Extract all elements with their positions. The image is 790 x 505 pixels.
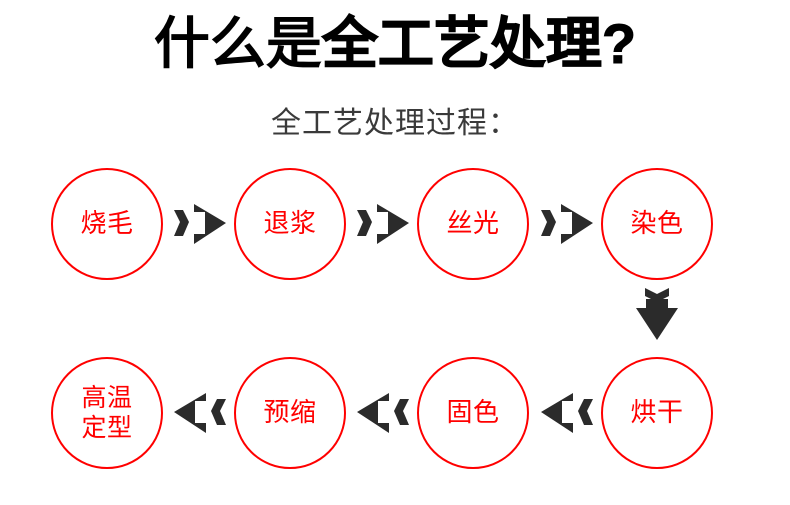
page-title: 什么是全工艺处理? xyxy=(0,15,790,72)
process-node-ranse: 染色 xyxy=(601,168,713,280)
arrow-left-icon xyxy=(172,389,228,437)
page-title-heavy: 全工艺处理? xyxy=(321,12,637,75)
process-node-yusuo: 预缩 xyxy=(234,357,346,469)
arrow-right-icon xyxy=(172,200,228,248)
process-node-label: 染色 xyxy=(630,208,684,239)
process-node-label: 丝光 xyxy=(446,208,500,239)
arrow-right-icon xyxy=(355,200,411,248)
process-node-gaowendingxing: 高温 定型 xyxy=(51,357,163,469)
arrow-left-icon xyxy=(355,389,411,437)
arrow-right-icon xyxy=(539,200,595,248)
process-node-siguang: 丝光 xyxy=(417,168,529,280)
process-node-shaomao: 烧毛 xyxy=(51,168,163,280)
page-title-light: 什么是 xyxy=(153,12,322,75)
arrow-left-icon xyxy=(539,389,595,437)
process-node-label: 预缩 xyxy=(263,397,317,428)
process-node-label: 退浆 xyxy=(263,208,317,239)
process-node-label: 烧毛 xyxy=(80,208,134,239)
process-node-tuijiang: 退浆 xyxy=(234,168,346,280)
arrow-down-icon xyxy=(632,286,682,342)
process-node-gu se: 固色 xyxy=(417,357,529,469)
process-node-label: 高温 定型 xyxy=(81,384,133,442)
process-node-label: 固色 xyxy=(446,397,500,428)
process-node-label: 烘干 xyxy=(630,397,684,428)
process-node-honggan: 烘干 xyxy=(601,357,713,469)
page-subtitle: 全工艺处理过程： xyxy=(271,107,519,140)
